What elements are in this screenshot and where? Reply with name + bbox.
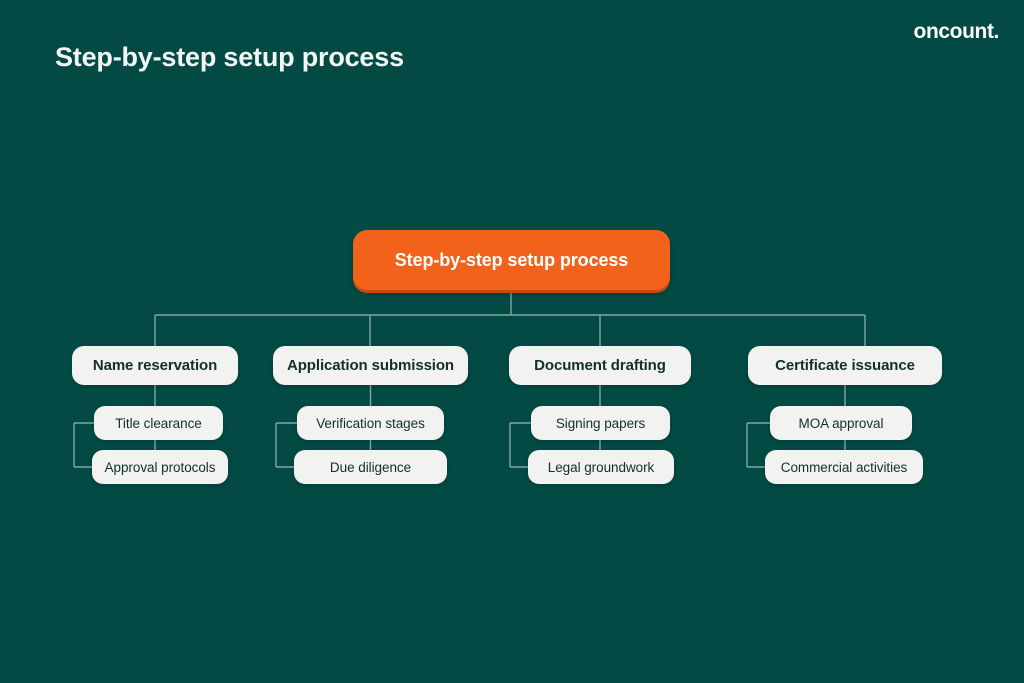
branch-node-3-label: Document drafting bbox=[534, 357, 666, 374]
leaf-node-1-2-label: Approval protocols bbox=[104, 459, 216, 475]
leaf-node-3-2[interactable]: Legal groundwork bbox=[528, 450, 674, 484]
branch-node-4[interactable]: Certificate issuance bbox=[748, 346, 942, 385]
branch-node-2[interactable]: Application submission bbox=[273, 346, 468, 385]
branch-node-3[interactable]: Document drafting bbox=[509, 346, 691, 385]
branch-node-1-label: Name reservation bbox=[92, 357, 218, 374]
leaf-node-2-2[interactable]: Due diligence bbox=[294, 450, 447, 484]
page-title: Step-by-step setup process bbox=[55, 42, 404, 72]
branch-node-2-label: Application submission bbox=[287, 357, 454, 374]
leaf-node-4-2[interactable]: Commercial activities bbox=[765, 450, 923, 484]
leaf-node-4-1-label: MOA approval bbox=[798, 415, 884, 431]
root-node[interactable]: Step-by-step setup process bbox=[353, 230, 670, 290]
root-node-label: Step-by-step setup process bbox=[394, 249, 629, 270]
leaf-node-2-1[interactable]: Verification stages bbox=[297, 406, 444, 440]
leaf-node-1-2[interactable]: Approval protocols bbox=[92, 450, 228, 484]
leaf-node-3-1-label: Signing papers bbox=[555, 415, 646, 431]
leaf-node-2-1-label: Verification stages bbox=[316, 415, 425, 431]
leaf-node-2-2-label: Due diligence bbox=[329, 459, 412, 475]
branch-node-4-label: Certificate issuance bbox=[775, 357, 915, 374]
brand-logo: oncount. bbox=[913, 20, 1000, 43]
leaf-node-3-2-label: Legal groundwork bbox=[547, 459, 655, 475]
leaf-node-4-2-label: Commercial activities bbox=[780, 459, 908, 475]
leaf-node-4-1[interactable]: MOA approval bbox=[770, 406, 912, 440]
leaf-node-3-1[interactable]: Signing papers bbox=[531, 406, 670, 440]
branch-node-1[interactable]: Name reservation bbox=[72, 346, 238, 385]
leaf-node-1-1[interactable]: Title clearance bbox=[94, 406, 223, 440]
leaf-node-1-1-label: Title clearance bbox=[115, 415, 202, 431]
